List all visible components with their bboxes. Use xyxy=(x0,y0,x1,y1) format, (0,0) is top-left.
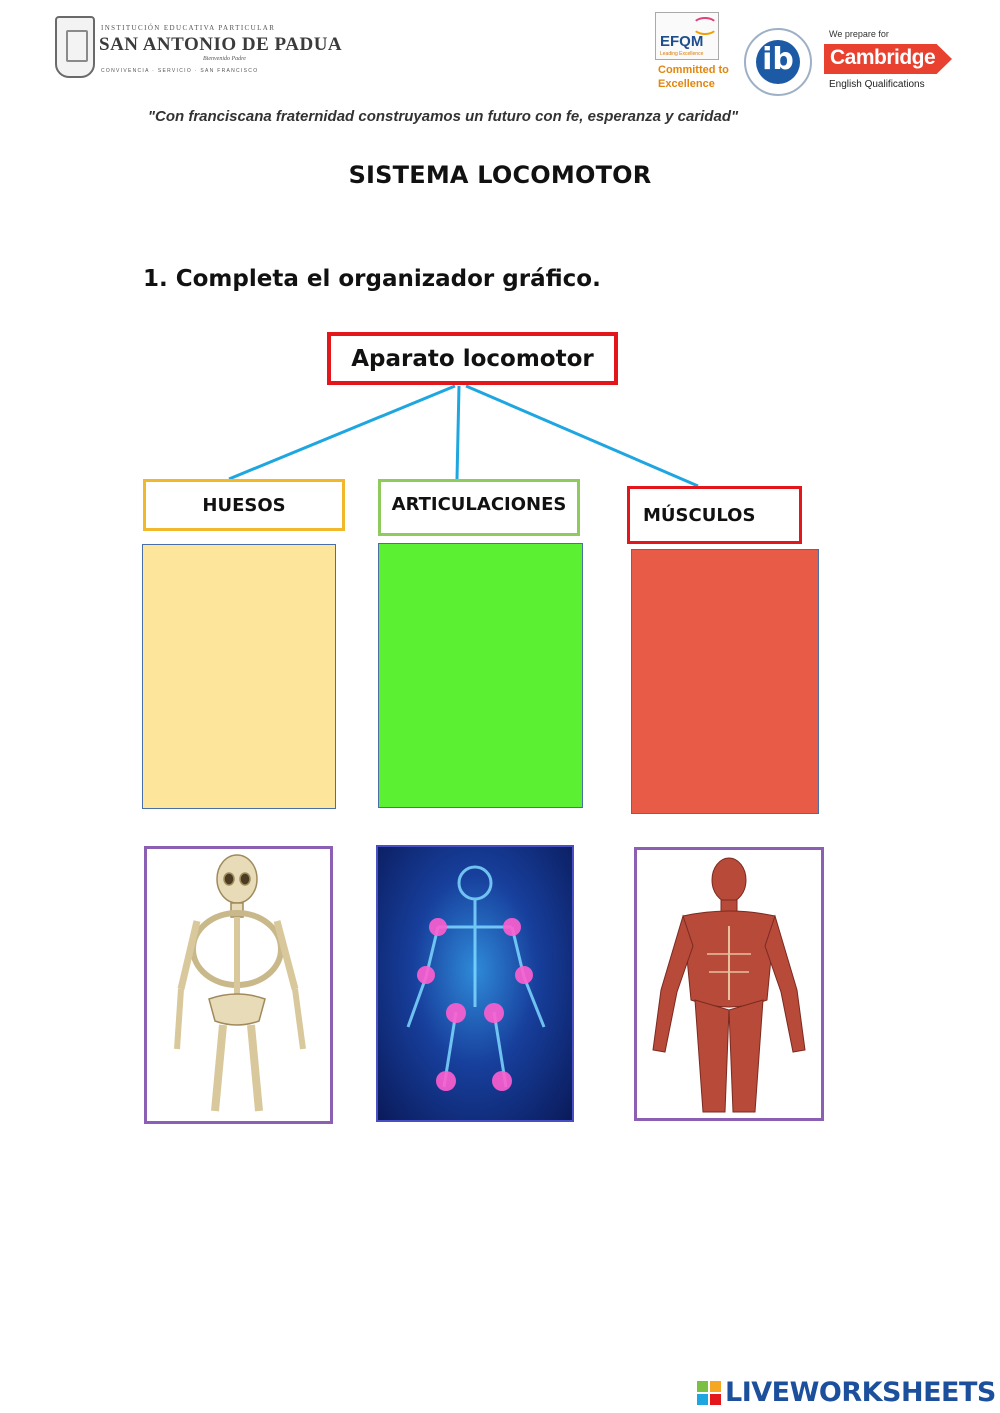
muscles-icon xyxy=(652,857,806,1113)
instruction: 1. Completa el organizador gráfico. xyxy=(143,266,601,292)
cambridge-word: Cambridge xyxy=(830,46,936,69)
connector-musculos xyxy=(465,384,699,488)
school-bottom-line: CONVIVENCIA · SERVICIO · SAN FRANCISCO xyxy=(101,68,259,74)
category-huesos: HUESOS xyxy=(143,479,345,531)
connector-articulaciones xyxy=(455,385,461,480)
joints-icon xyxy=(406,865,546,1091)
school-top-line: INSTITUCIÓN EDUCATIVA PARTICULAR xyxy=(101,24,276,32)
joints-image[interactable] xyxy=(376,845,574,1122)
school-name: SAN ANTONIO DE PADUA xyxy=(99,34,343,55)
efqm-swoosh-icon xyxy=(692,17,718,35)
efqm-text: Committed to Excellence xyxy=(658,63,729,91)
cambridge-logo: Cambridge xyxy=(824,44,952,74)
cambridge-pre: We prepare for xyxy=(829,29,889,39)
skeleton-icon xyxy=(174,854,306,1112)
school-crest-icon xyxy=(55,16,95,78)
cambridge-sub: English Qualifications xyxy=(829,79,925,90)
efqm-title: EFQM xyxy=(660,33,704,50)
organizer-root: Aparato locomotor xyxy=(327,332,618,385)
efqm-text-line2: Excellence xyxy=(658,78,715,90)
liveworksheets-logo: LIVEWORKSHEETS xyxy=(697,1377,997,1411)
category-musculos: MÚSCULOS xyxy=(627,486,802,544)
skeleton-image[interactable] xyxy=(144,846,333,1124)
efqm-text-line1: Committed to xyxy=(658,64,729,76)
efqm-badge: EFQM Leading Excellence xyxy=(655,12,719,60)
answer-box-articulaciones[interactable] xyxy=(378,543,583,808)
school-motto-quote: "Con franciscana fraternidad construyamo… xyxy=(147,108,739,125)
efqm-sub: Leading Excellence xyxy=(660,51,704,57)
muscles-image[interactable] xyxy=(634,847,824,1121)
page-title: SISTEMA LOCOMOTOR xyxy=(348,161,652,189)
connector-huesos xyxy=(228,384,456,481)
efqm-logo: EFQM Leading Excellence Committed to Exc… xyxy=(655,12,735,92)
liveworksheets-badge-icon xyxy=(697,1381,721,1405)
liveworksheets-brand: LIVEWORKSHEETS xyxy=(725,1377,996,1408)
answer-box-musculos[interactable] xyxy=(631,549,819,814)
school-logo: INSTITUCIÓN EDUCATIVA PARTICULAR SAN ANT… xyxy=(55,14,342,80)
ib-mark: ib xyxy=(756,40,800,84)
category-articulaciones: ARTICULACIONES xyxy=(378,479,580,536)
school-motto: Bienvenido Padre xyxy=(203,56,246,62)
answer-box-huesos[interactable] xyxy=(142,544,336,809)
ib-logo: ib xyxy=(744,28,812,96)
